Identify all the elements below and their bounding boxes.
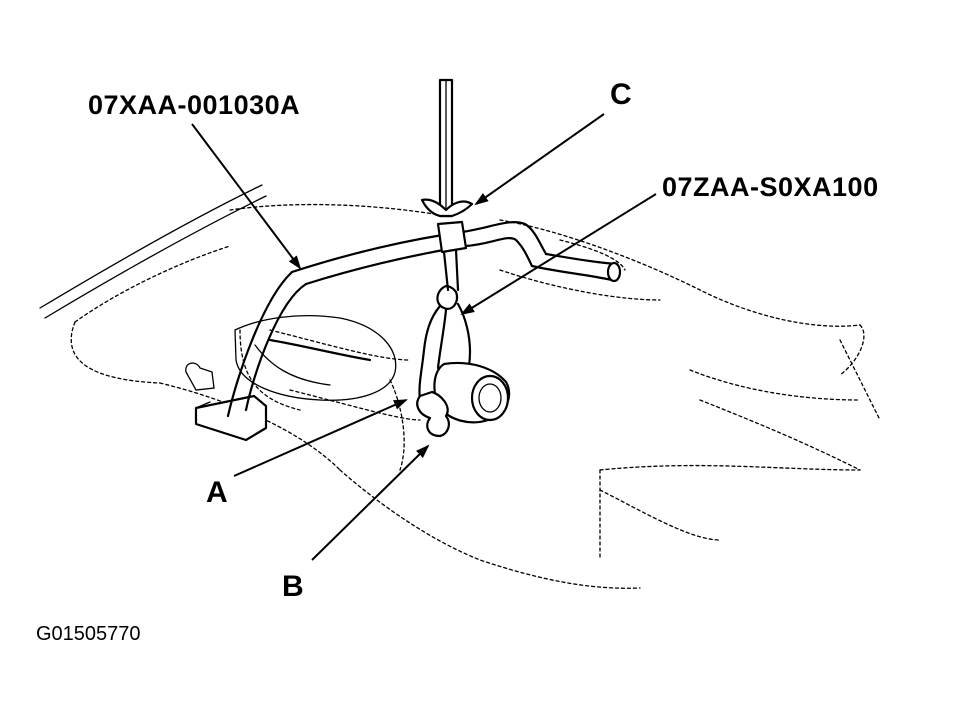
label-hanger-part-number: 07ZAA-S0XA100 [662, 172, 879, 202]
figure-id: G01505770 [36, 623, 141, 645]
hanger-rod [420, 78, 474, 292]
leader-support-beam [191, 123, 302, 270]
leader-lines [191, 113, 657, 561]
label-b: B [282, 570, 304, 603]
leader-b [311, 444, 430, 561]
leader-hanger-attachment [460, 193, 657, 316]
leader-c [474, 113, 605, 206]
label-support-beam-part-number: 07XAA-001030A [88, 90, 300, 120]
leader-a [233, 399, 408, 477]
engine-compartment-outline [39, 184, 881, 589]
support-beam-tool [185, 221, 622, 442]
engine-block [234, 314, 397, 401]
label-a: A [206, 476, 228, 509]
label-c: C [610, 78, 632, 111]
engine-mount-bracket [416, 361, 511, 438]
